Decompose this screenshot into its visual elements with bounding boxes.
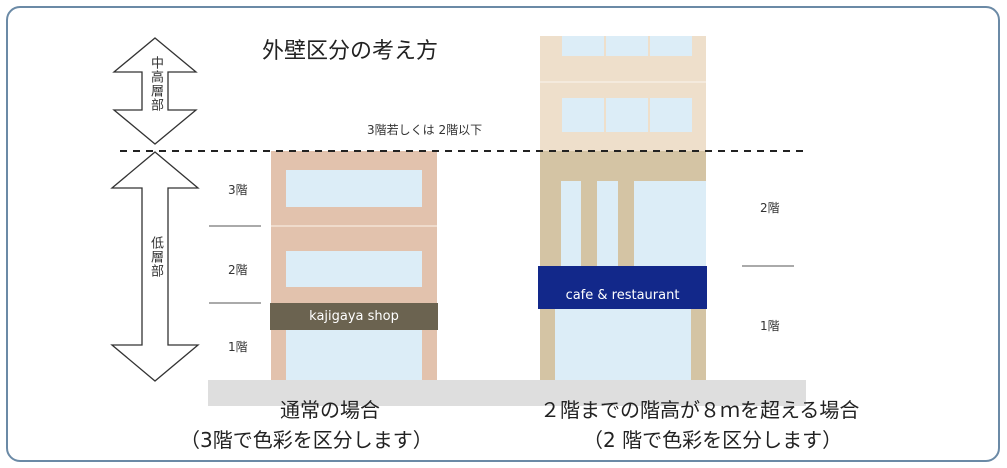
tall-caption-line1: ２階までの階高が８ｍを超える場合 [540, 398, 860, 422]
cafe-sign: cafe & restaurant [538, 266, 707, 309]
tall-floor-1-label: 1階 [760, 319, 780, 333]
tall-caption-line2: （2 階で色彩を区分します） [583, 428, 843, 452]
tall-window-2f-a [561, 181, 581, 267]
lower-zone-label: 低層部 [148, 236, 163, 278]
tall-window-2f-c [634, 181, 706, 267]
tall-window-upper-2 [562, 98, 692, 132]
tall-window-1f [555, 309, 691, 380]
upper-zone-label: 中高層部 [148, 56, 163, 112]
normal-floor-3-label: 3階 [228, 183, 248, 197]
normal-floor-2-label: 2階 [228, 263, 248, 277]
normal-caption-line1: 通常の場合 [280, 398, 380, 422]
tall-window-2f-b [597, 181, 618, 267]
normal-caption-line2: （3階で色彩を区分します） [180, 428, 433, 452]
normal-window-1f [286, 330, 422, 380]
normal-window-3f [286, 170, 422, 207]
shop-sign-text: kajigaya shop [309, 309, 399, 324]
cafe-sign-text: cafe & restaurant [565, 288, 680, 303]
rounded-frame [6, 6, 1000, 462]
normal-floor-1-label: 1階 [228, 340, 248, 354]
upper-double-arrow [112, 37, 198, 145]
shop-sign: kajigaya shop [270, 303, 438, 330]
lower-double-arrow [110, 151, 200, 382]
boundary-label: 3階若しくは 2階以下 [367, 123, 483, 137]
normal-window-2f [286, 251, 422, 287]
tall-window-upper-1 [562, 36, 692, 56]
ground-strip [208, 380, 806, 406]
tall-floor-2-label: 2階 [760, 201, 780, 215]
diagram-title: 外壁区分の考え方 [262, 39, 439, 64]
